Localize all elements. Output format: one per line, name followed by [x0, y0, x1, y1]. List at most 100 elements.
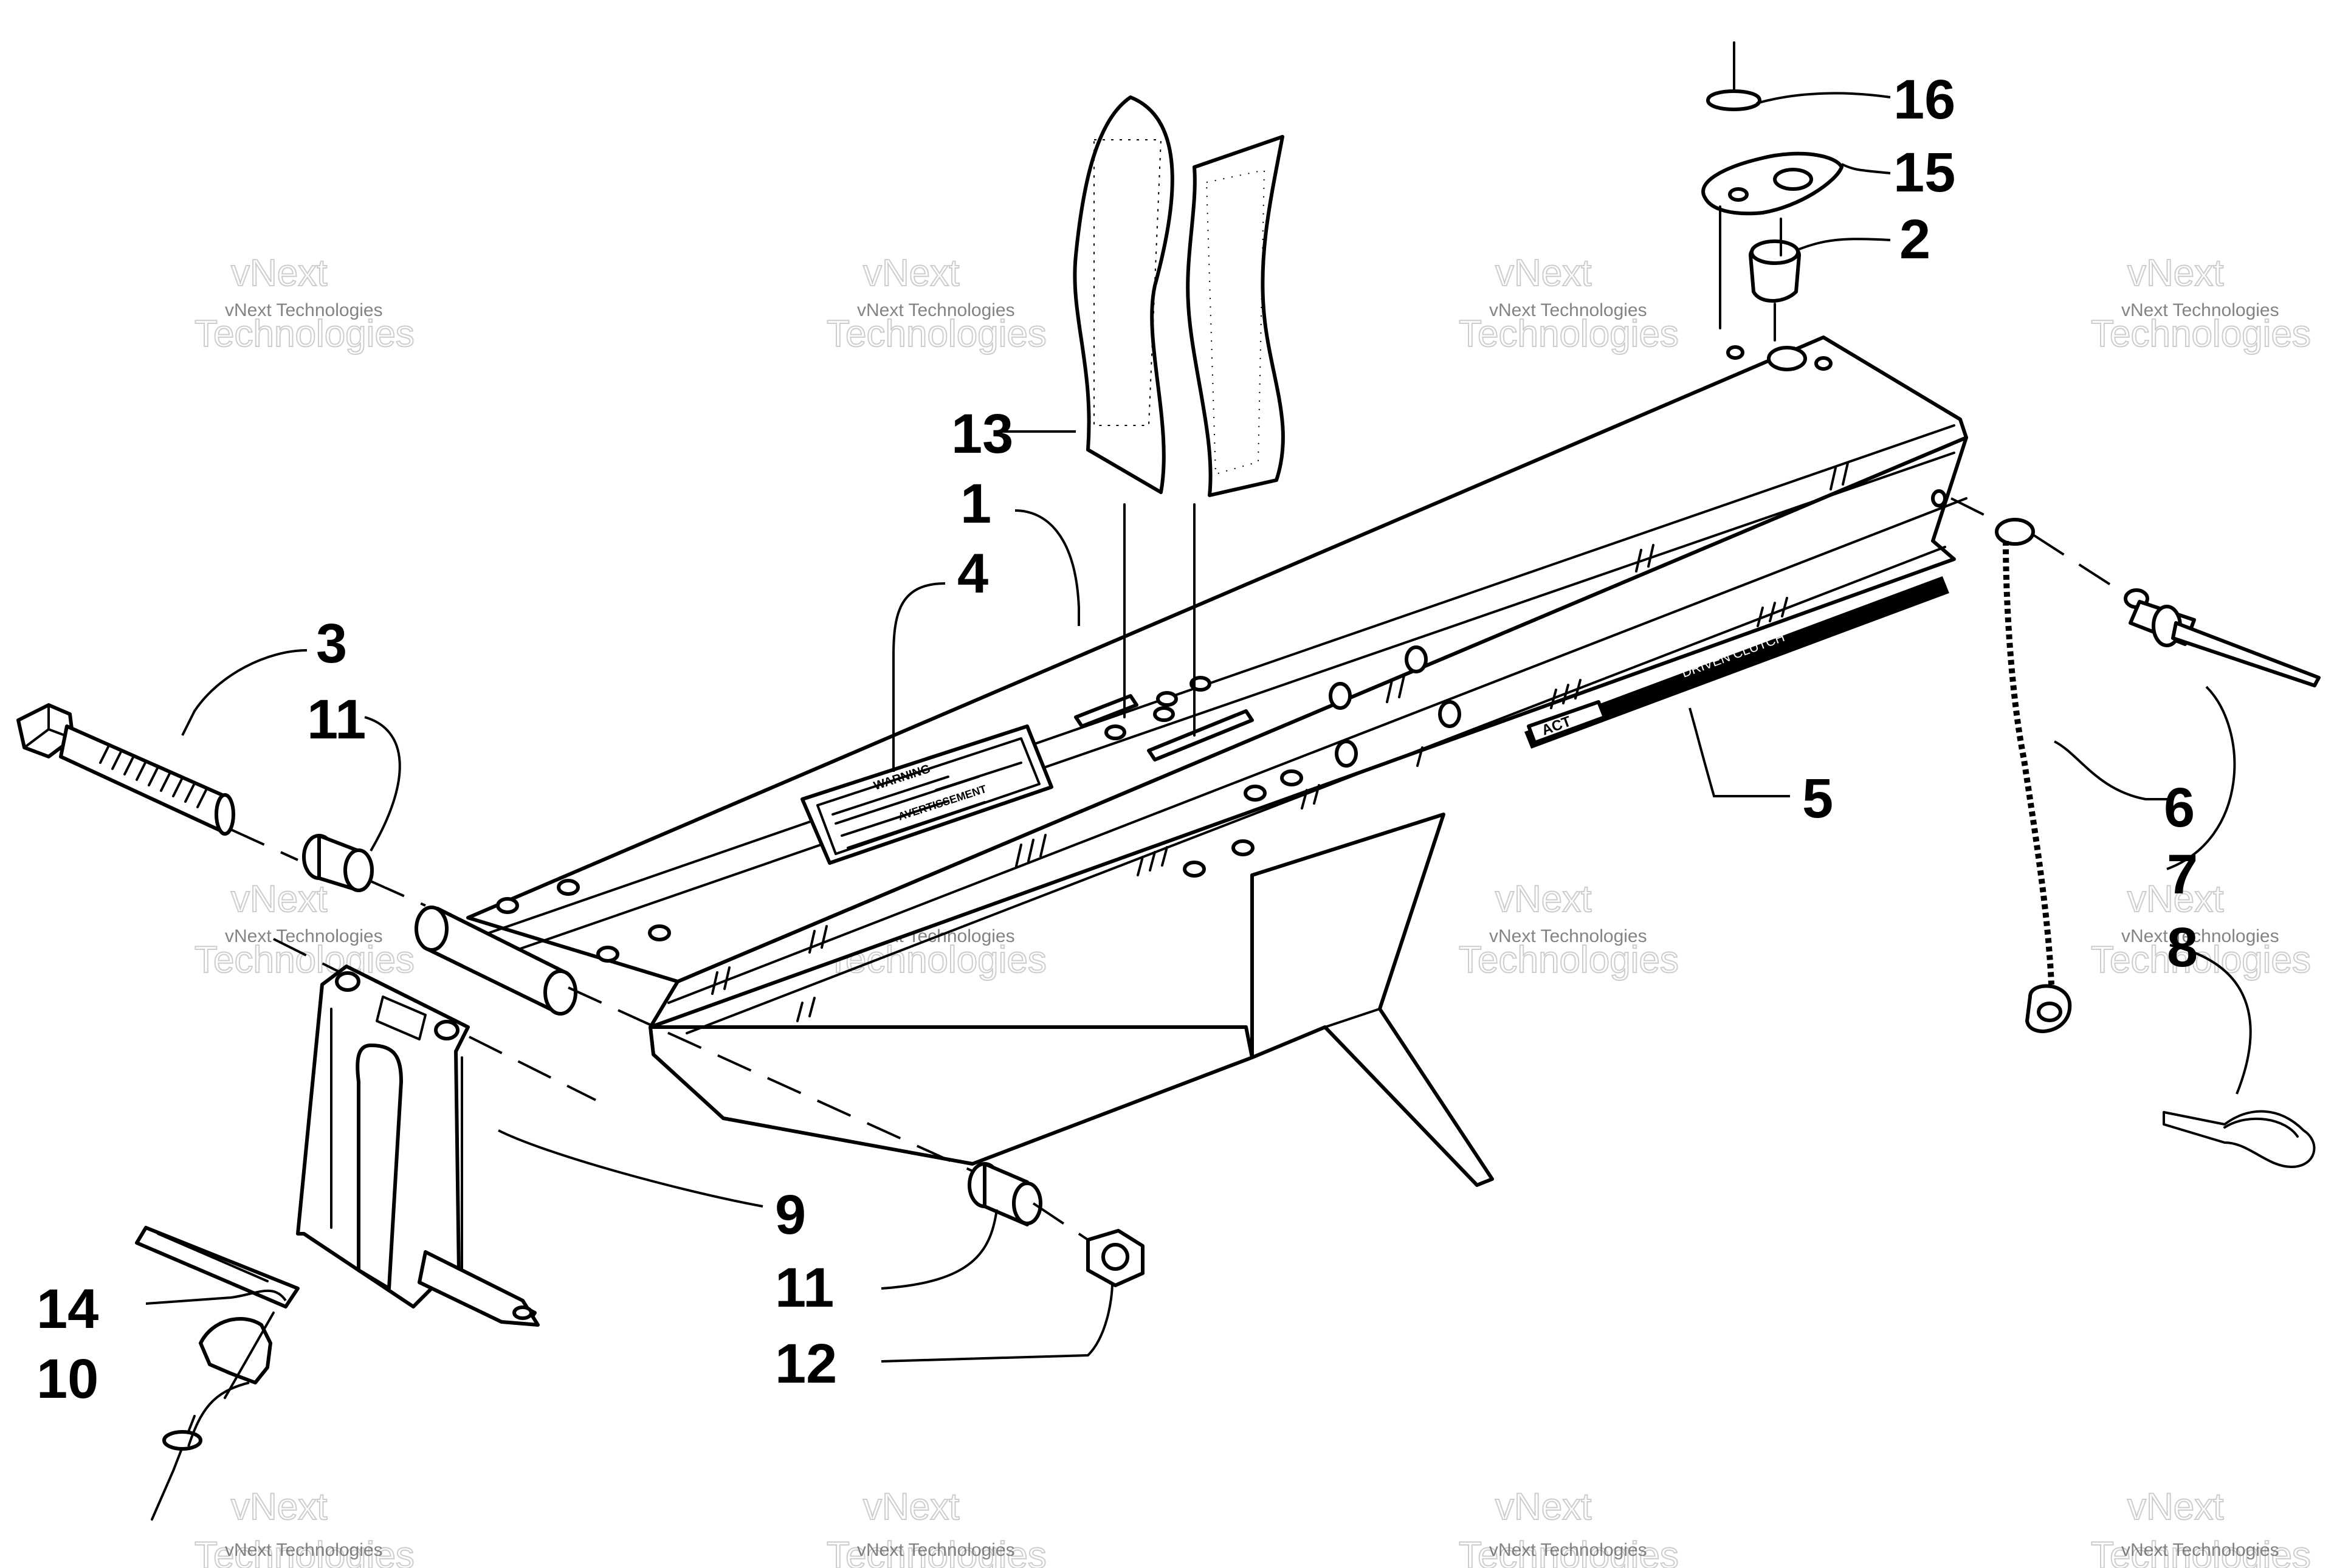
guard-holes	[496, 345, 1833, 963]
watermark: vNext Technologies vNext Technologies	[2090, 252, 2312, 356]
bracket-slot	[356, 1044, 403, 1290]
watermark-text: vNext Technologies	[2121, 1540, 2279, 1560]
watermark-large-text: Technologies	[2091, 1535, 2311, 1568]
bracket-edges	[330, 1008, 463, 1277]
watermark-text: vNext Technologies	[1489, 300, 1647, 320]
watermark: vNext Technologies vNext Technologies	[194, 252, 415, 356]
plate-part-15	[1701, 151, 1843, 216]
watermark-large-text: Technologies	[194, 939, 415, 981]
grommet-part-2	[1749, 239, 1801, 303]
rail-stitch-marks	[711, 462, 1849, 1022]
watermark-large-text: Technologies	[1459, 939, 1679, 981]
watermark-large-text: Technologies	[1459, 1535, 1679, 1568]
callout-6: 6	[2164, 777, 2195, 839]
nut-part-12	[1086, 1229, 1145, 1287]
guard-rail-line	[479, 424, 1955, 937]
watermark-large-text: vNext	[1495, 878, 1591, 920]
watermark: vNext Technologies vNext Technologies	[1458, 1485, 1679, 1568]
watermark-group: vNext Technologies vNext Technologies vN…	[194, 252, 2312, 1568]
watermark: vNext Technologies vNext Technologies	[194, 1485, 415, 1568]
callout-15: 15	[1893, 142, 1955, 204]
bracket-window	[376, 995, 427, 1040]
clip-part-8	[2163, 1110, 2316, 1168]
callout-5: 5	[1802, 768, 1833, 830]
callout-leaders	[145, 92, 2252, 1447]
callout-14: 14	[36, 1278, 98, 1340]
pad-texture	[1093, 139, 1162, 426]
bracket-part-9	[296, 965, 540, 1327]
watermark-large-text: Technologies	[2091, 939, 2311, 981]
watermark-large-text: Technologies	[827, 313, 1047, 355]
watermark-text: vNext Technologies	[225, 1540, 383, 1560]
bolt-shank	[59, 724, 227, 834]
callout-4: 4	[957, 543, 988, 605]
callout-8: 8	[2167, 916, 2198, 978]
bushing-part-11-lower	[968, 1162, 1042, 1226]
callout-16: 16	[1893, 69, 1955, 131]
callout-7: 7	[2167, 844, 2198, 906]
callout-1: 1	[960, 473, 991, 535]
watermark-large-text: vNext	[231, 1486, 327, 1528]
watermark-large-text: vNext	[231, 252, 327, 294]
warning-decal: WARNING AVERTISSEMENT	[800, 724, 1053, 865]
callout-3: 3	[316, 613, 347, 675]
watermark-text: vNext Technologies	[2121, 926, 2279, 946]
watermark-text: vNext Technologies	[2121, 300, 2279, 320]
spacer-tube	[415, 906, 577, 1016]
guard-rail-line	[503, 452, 1955, 955]
watermark: vNext Technologies vNext Technologies	[2090, 878, 2312, 982]
watermark-large-text: vNext	[1495, 252, 1591, 294]
watermark-large-text: Technologies	[194, 1535, 415, 1568]
guard-skirt	[649, 1025, 1254, 1166]
guard-side-holes	[1329, 489, 1947, 768]
watermark-large-text: vNext	[2127, 1486, 2223, 1528]
watermark-text: vNext Technologies	[1489, 1540, 1647, 1560]
pad-slots	[1074, 676, 1254, 762]
pad-left	[1073, 95, 1174, 494]
watermark: vNext Technologies vNext Technologies	[826, 1485, 1047, 1568]
watermark-text: vNext Technologies	[225, 926, 383, 946]
watermark: vNext Technologies vNext Technologies	[194, 878, 415, 982]
bushing-part-11-upper	[302, 834, 374, 892]
watermark: vNext Technologies vNext Technologies	[826, 252, 1047, 356]
guard-side-face	[649, 436, 1968, 1029]
assembly-axis	[1950, 497, 2129, 597]
bracket-foot	[418, 1250, 540, 1327]
guard-rail-line	[686, 546, 1946, 1034]
bolt-part-3	[16, 703, 235, 836]
pad-right	[1186, 135, 1285, 497]
watermark-large-text: vNext	[231, 878, 327, 920]
watermark-large-text: vNext	[2127, 878, 2223, 920]
watermark: vNext Technologies vNext Technologies	[1458, 252, 1679, 356]
clutch-decal-strip	[1524, 576, 1949, 749]
assembly-axis	[230, 828, 997, 1183]
pad-mount-lines	[1123, 503, 1196, 737]
watermark-large-text: Technologies	[1459, 313, 1679, 355]
watermark: vNext Technologies vNext Technologies	[1458, 878, 1679, 982]
watermark-large-text: vNext	[2127, 252, 2223, 294]
watermark-large-text: Technologies	[827, 1535, 1047, 1568]
rivet-part-16	[1706, 41, 1761, 111]
tether-cable	[2003, 540, 2054, 985]
pin-part-7	[2124, 588, 2321, 687]
strap-part-14	[135, 1226, 300, 1308]
tether-part-6	[1995, 518, 2072, 1033]
watermark-large-text: vNext	[863, 252, 959, 294]
watermark-text: vNext Technologies	[857, 300, 1015, 320]
callout-11-lower: 11	[775, 1257, 834, 1319]
callout-12: 12	[775, 1333, 837, 1395]
watermark-large-text: vNext	[863, 1486, 959, 1528]
callout-9: 9	[775, 1184, 806, 1246]
callout-13: 13	[951, 403, 1013, 465]
bracket-body	[296, 965, 537, 1324]
callout-10: 10	[36, 1348, 98, 1410]
foot-pad-part-13	[1073, 95, 1285, 737]
watermark-large-text: vNext	[1495, 1486, 1591, 1528]
watermark-large-text: Technologies	[2091, 313, 2311, 355]
assembly-axis	[1719, 205, 1782, 342]
clutch-decal-logo	[1527, 700, 1606, 744]
decal-border	[816, 737, 1041, 855]
callout-11-upper: 11	[307, 689, 366, 751]
watermark: vNext Technologies vNext Technologies	[2090, 1485, 2312, 1568]
